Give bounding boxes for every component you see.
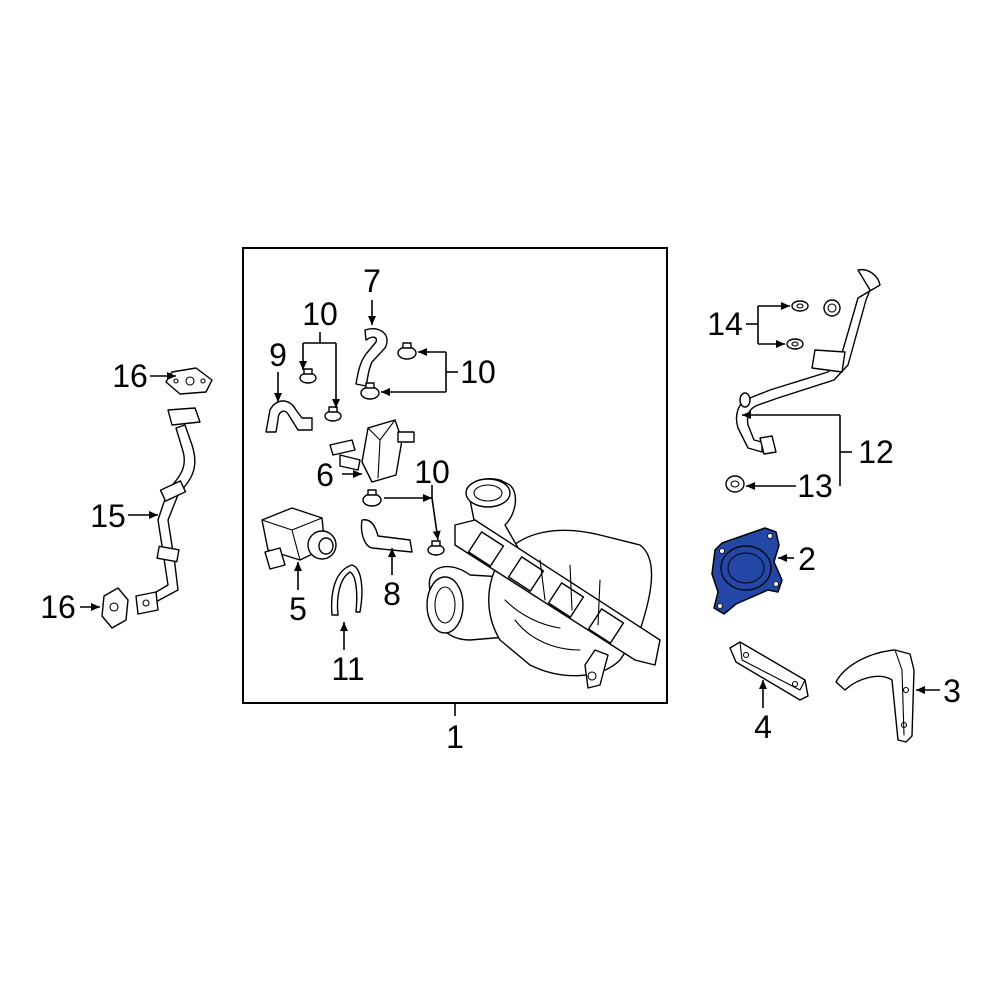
callout-5: 5 <box>289 591 307 627</box>
callout-10-right: 10 <box>460 354 496 390</box>
callout-4: 4 <box>754 709 772 745</box>
callout-16-top: 16 <box>112 358 148 394</box>
callout-13: 13 <box>797 468 833 504</box>
coolant-line-drawing[interactable] <box>735 268 881 455</box>
hose-9-drawing[interactable] <box>265 400 313 433</box>
leader-lines <box>80 300 940 716</box>
callout-15: 15 <box>90 498 126 534</box>
gasket-16-bottom-drawing[interactable] <box>101 587 129 629</box>
callout-14: 14 <box>707 306 743 342</box>
callout-11: 11 <box>331 651 364 687</box>
valve-drawing[interactable] <box>329 419 415 483</box>
hose-7-drawing[interactable] <box>355 328 388 387</box>
callout-9: 9 <box>269 337 287 373</box>
callout-8: 8 <box>383 576 401 612</box>
hose-8-drawing[interactable] <box>360 519 413 553</box>
callout-3: 3 <box>943 673 961 709</box>
turbocharger-drawing[interactable] <box>426 478 661 689</box>
hose-11-drawing[interactable] <box>330 564 363 616</box>
washers-14-drawing[interactable] <box>786 300 809 350</box>
callout-12: 12 <box>858 434 894 470</box>
callout-7: 7 <box>363 263 381 299</box>
callout-1: 1 <box>446 719 464 755</box>
callout-10-top: 10 <box>302 296 338 332</box>
gasket-16-top-drawing[interactable] <box>165 367 213 395</box>
bracket-3-drawing[interactable] <box>835 649 915 743</box>
gasket-2-highlighted-drawing[interactable] <box>711 527 783 615</box>
oil-line-drawing[interactable] <box>135 407 201 615</box>
callout-2: 2 <box>798 541 816 577</box>
callout-10-middle: 10 <box>414 454 450 490</box>
callout-16-bottom: 16 <box>40 589 76 625</box>
washer-13-drawing[interactable] <box>725 475 745 493</box>
clamp-drawings[interactable] <box>299 342 445 556</box>
bracket-4-drawing[interactable] <box>729 641 809 701</box>
callout-6: 6 <box>316 457 334 493</box>
actuator-drawing[interactable] <box>261 507 337 570</box>
